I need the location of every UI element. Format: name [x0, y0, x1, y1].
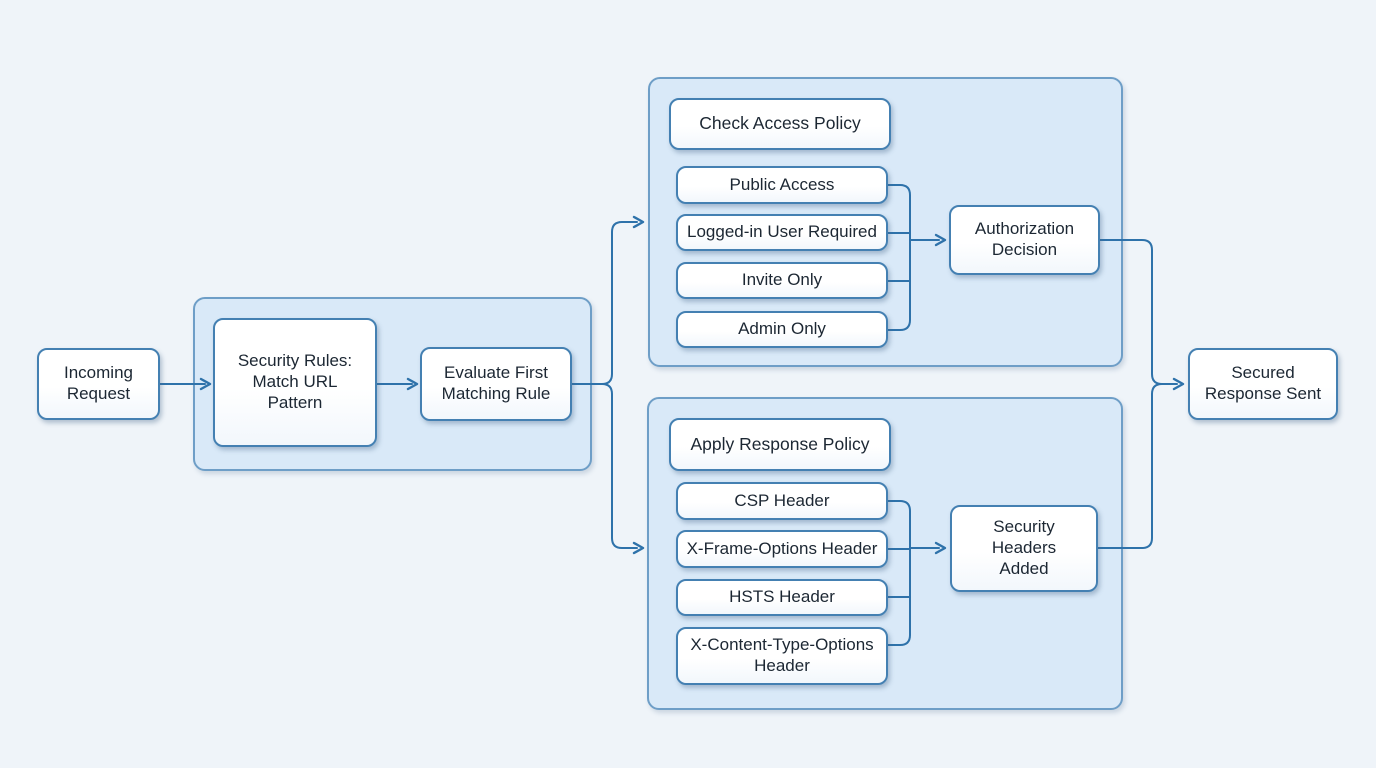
- node-security-headers-added: Security Headers Added: [950, 505, 1098, 592]
- arrowhead-icon: [1172, 377, 1185, 391]
- node-security-rules: Security Rules: Match URL Pattern: [213, 318, 377, 447]
- arrowhead-icon: [632, 215, 645, 229]
- arrowhead-icon: [632, 541, 645, 555]
- node-hsts-header: HSTS Header: [676, 579, 888, 616]
- node-admin-only: Admin Only: [676, 311, 888, 348]
- node-x-frame-options-header: X-Frame-Options Header: [676, 530, 888, 568]
- node-invite-only: Invite Only: [676, 262, 888, 299]
- node-logged-in-user-required: Logged-in User Required: [676, 214, 888, 251]
- node-authorization-decision: Authorization Decision: [949, 205, 1100, 275]
- node-secured-response-sent: Secured Response Sent: [1188, 348, 1338, 420]
- node-x-content-type-options-header: X-Content-Type-Options Header: [676, 627, 888, 685]
- node-csp-header: CSP Header: [676, 482, 888, 520]
- node-public-access: Public Access: [676, 166, 888, 204]
- node-apply-response-policy: Apply Response Policy: [669, 418, 891, 471]
- node-incoming-request: Incoming Request: [37, 348, 160, 420]
- node-check-access-policy: Check Access Policy: [669, 98, 891, 150]
- node-evaluate-first-matching-rule: Evaluate First Matching Rule: [420, 347, 572, 421]
